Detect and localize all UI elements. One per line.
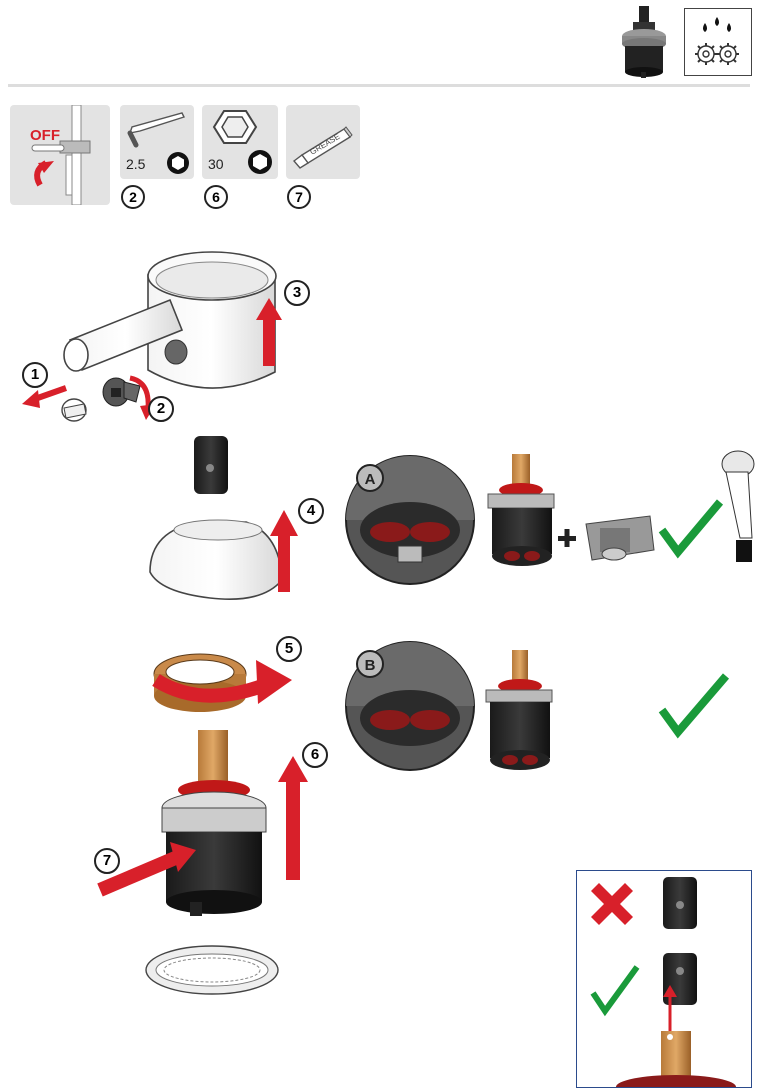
instruction-diagram: A [22,251,755,995]
step-badge-1: 1 [22,362,48,388]
cartridge-a-illustration [487,454,555,566]
water-drops-gears-icon [684,8,752,76]
socket-tile: 30 [202,105,278,179]
nut-illustration [152,653,292,712]
main-cartridge-illustration [97,730,308,916]
base-ring-illustration [145,945,279,995]
variant-a-label: A [365,471,376,488]
adapter-illustration [585,515,655,561]
step-badge-2-tools: 2 [121,185,145,209]
hex-key-tile: 2.5 [120,105,194,179]
cartridge-thumbnail-icon [622,6,666,78]
step-badge-2: 2 [148,396,174,422]
off-label: OFF [30,127,60,144]
header-divider [8,84,750,87]
step-badge-5: 5 [276,636,302,662]
step-badge-4: 4 [298,498,324,524]
step-badge-6: 6 [302,742,328,768]
mixer-handle-illustration [22,251,282,422]
hand-shower-illustration [721,450,755,562]
step-badge-6-tools: 6 [204,185,228,209]
header [0,0,758,90]
step-badge-7-tools: 7 [287,185,311,209]
variant-a-detail: A [345,455,475,585]
shutoff-tile: OFF [10,104,110,206]
cartridge-b-illustration [485,650,553,770]
step-badge-7: 7 [94,848,120,874]
check-icon-a [658,499,724,559]
cover-illustration [149,436,298,600]
grease-tile: GREASE [286,105,360,179]
variant-b-detail: B [345,641,475,771]
correct-check-icon [590,965,640,1017]
step-badge-3: 3 [284,280,310,306]
variant-b-label: B [365,657,376,674]
wrong-x-icon [591,883,633,925]
hex-key-size: 2.5 [126,156,146,172]
socket-size: 30 [208,156,224,172]
check-icon-b [658,673,730,739]
plus-icon [558,529,576,547]
coupler-orientation-inset [576,870,752,1088]
